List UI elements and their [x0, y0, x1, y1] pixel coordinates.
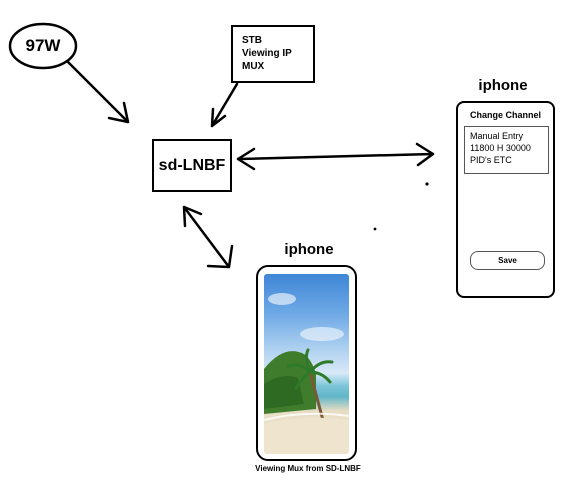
arrow-stb-to-lnbf	[210, 82, 239, 128]
stray-dot	[425, 182, 429, 186]
arrow-lnbf-to-phone-bottom	[182, 205, 234, 269]
phone-right-title: iphone	[478, 77, 528, 94]
lnbf-box: sd-LNBF	[152, 139, 232, 192]
source-label-97w: 97W	[25, 36, 61, 55]
phone-bottom	[256, 265, 357, 461]
entry-line: 11800 H 30000	[470, 143, 531, 153]
lnbf-label: sd-LNBF	[158, 157, 226, 174]
phone-bottom-title: iphone	[284, 241, 334, 258]
manual-entry-field[interactable]: Manual Entry 11800 H 30000 PID's ETC	[464, 126, 549, 174]
entry-line: PID's ETC	[470, 155, 512, 165]
stb-line: Viewing IP	[242, 48, 292, 59]
change-channel-title: Change Channel	[469, 110, 541, 120]
arrow-97w-to-lnbf	[66, 60, 130, 124]
phone-right: Change Channel Manual Entry 11800 H 3000…	[456, 101, 555, 298]
save-button[interactable]: Save	[470, 251, 545, 270]
stray-dot	[373, 227, 377, 231]
entry-line: Manual Entry	[470, 131, 524, 141]
stb-line: MUX	[242, 61, 265, 72]
stb-line: STB	[242, 35, 262, 46]
phone-bottom-caption: Viewing Mux from SD-LNBF	[255, 464, 361, 473]
source-ellipse	[8, 22, 78, 70]
beach-scene	[264, 293, 349, 454]
beach-photo	[264, 274, 349, 454]
arrow-lnbf-to-phone-right	[236, 142, 435, 171]
stb-box: STB Viewing IP MUX	[231, 25, 315, 83]
